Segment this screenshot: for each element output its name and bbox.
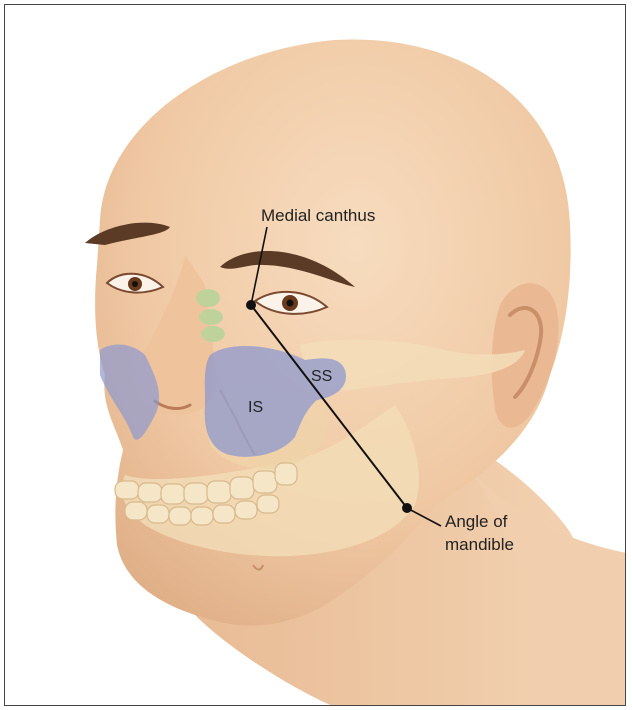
angle-of-mandible-point <box>402 503 412 513</box>
ss-label: SS <box>311 368 332 385</box>
medial-canthus-label: Medial canthus <box>261 206 375 225</box>
is-label: IS <box>248 399 263 416</box>
medial-canthus-point <box>246 300 256 310</box>
figure-frame: Medial canthus SS IS Angle of mandible <box>4 4 626 706</box>
angle-of-mandible-label-line1: Angle of <box>445 512 508 531</box>
angle-of-mandible-label-line2: mandible <box>445 535 514 554</box>
face-anatomy-illustration: Medial canthus SS IS Angle of mandible <box>5 5 626 706</box>
